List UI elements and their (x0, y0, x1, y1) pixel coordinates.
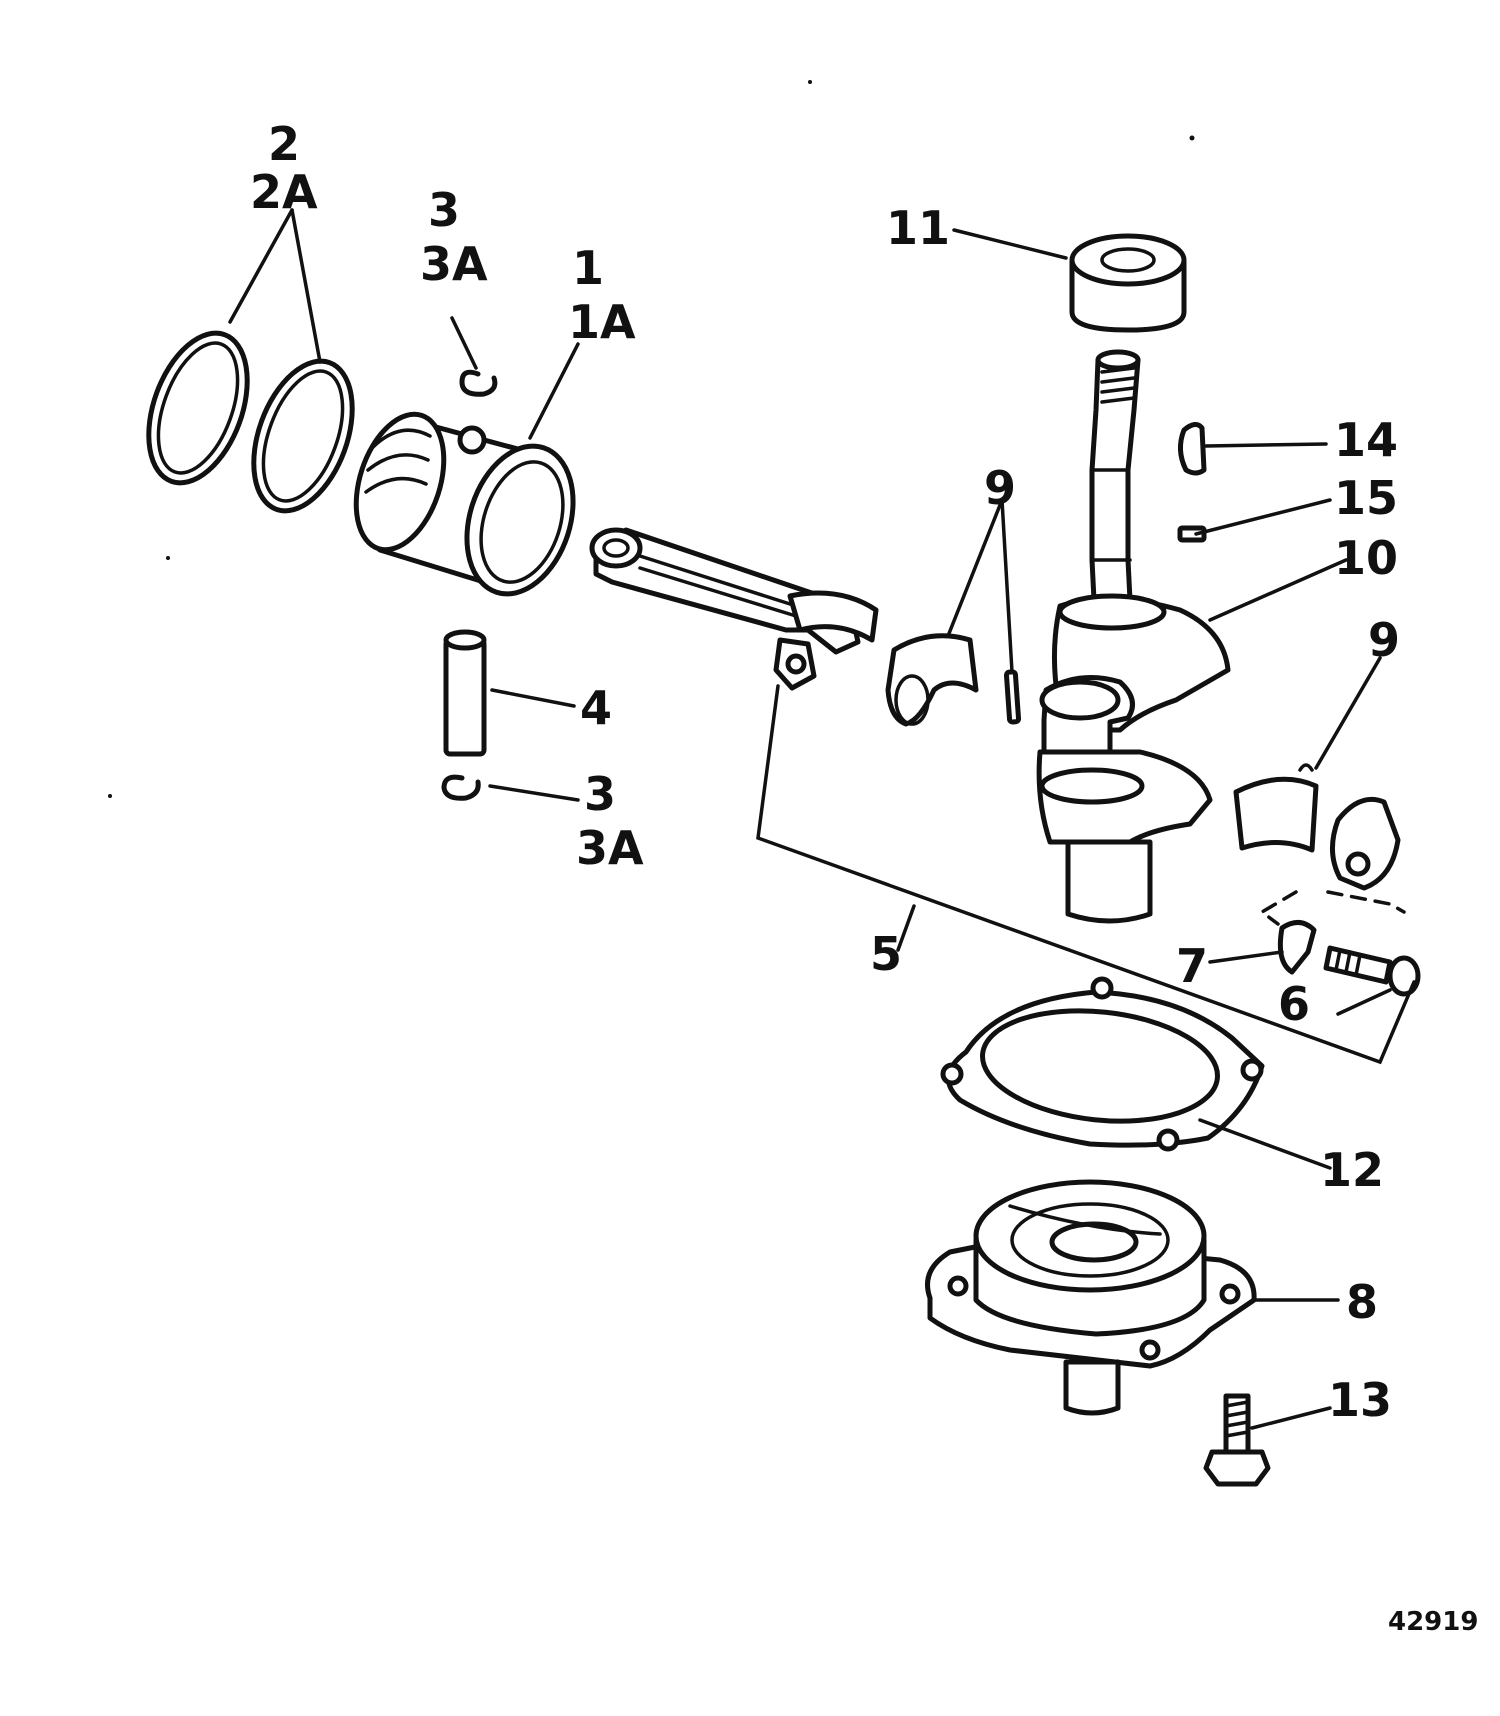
callout-2: 2 (268, 117, 300, 171)
callout-8: 8 (1346, 1275, 1378, 1329)
callout-10: 10 (1334, 531, 1398, 585)
callout-9-left: 9 (984, 461, 1016, 515)
piston (353, 411, 576, 597)
crankshaft (1036, 349, 1231, 924)
pin (1177, 525, 1207, 543)
callout-7: 7 (1176, 939, 1208, 993)
snap-ring-top (459, 369, 498, 397)
callout-12: 12 (1320, 1143, 1384, 1197)
rod-screw (1323, 945, 1421, 997)
piston-pin (443, 629, 487, 757)
callout-3a-top: 3A (420, 237, 488, 291)
callout-3a-bottom: 3A (576, 821, 644, 875)
piston-ring-inner (251, 358, 355, 514)
callout-5: 5 (870, 927, 902, 981)
scan-specks (108, 80, 1195, 798)
callout-14: 14 (1334, 413, 1398, 467)
callout-labels: 2 2A 3 3A 1 1A 4 3 3A 11 14 15 10 9 9 5 … (250, 117, 1478, 1637)
connecting-rod (589, 527, 879, 691)
callout-9-right: 9 (1368, 613, 1400, 667)
bearing-cage-right (1233, 763, 1401, 891)
bearing-housing (925, 1179, 1257, 1416)
callout-1a: 1A (568, 295, 636, 349)
gasket (940, 976, 1265, 1152)
callout-13: 13 (1328, 1373, 1392, 1427)
snap-ring-bottom (441, 774, 481, 801)
callout-15: 15 (1334, 471, 1398, 525)
callout-1: 1 (572, 241, 604, 295)
bearing-sleeve (1069, 233, 1187, 333)
bearing-cage-left (885, 633, 1022, 727)
woodruff-key (1178, 422, 1207, 476)
housing-screw (1203, 1393, 1271, 1487)
callout-3-bottom: 3 (584, 767, 616, 821)
lock-plate (1277, 920, 1317, 975)
callout-6: 6 (1278, 977, 1310, 1031)
piston-ring-outer (146, 330, 250, 486)
callout-11: 11 (886, 201, 950, 255)
callout-4: 4 (580, 681, 612, 735)
rod-cap-outline (1258, 890, 1406, 926)
callout-3-top: 3 (428, 183, 460, 237)
callout-2a: 2A (250, 165, 318, 219)
figure-code: 42919 (1388, 1607, 1478, 1637)
leader-lines (228, 208, 1416, 1430)
